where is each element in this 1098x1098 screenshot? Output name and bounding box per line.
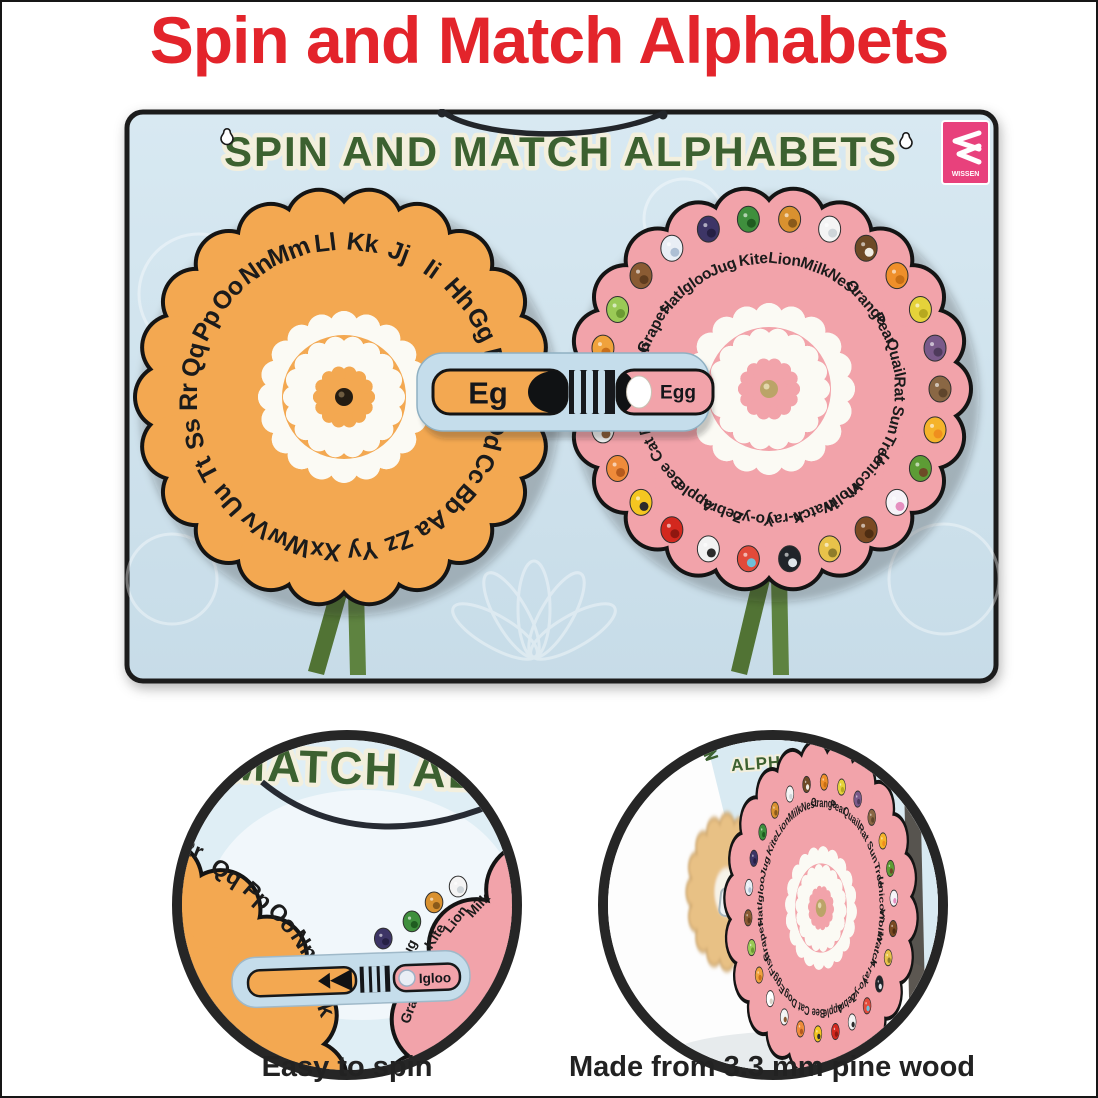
yo-yo-icon [862,997,872,1015]
word-label[interactable]: Sun [883,404,907,436]
logo-brand-text: WISSEN [952,171,980,178]
igloo-icon [744,878,754,897]
x-ray-icon [875,975,884,993]
apple-icon [831,1022,840,1041]
word-label[interactable]: Nest [801,797,818,816]
word-label[interactable]: Cat [797,998,811,1017]
orange-icon [819,773,829,791]
caption-easy-to-spin: Easy to spin [261,1051,433,1083]
word-label[interactable]: Kite [738,250,769,270]
word-label[interactable]: Yo-yo [732,507,776,529]
unicorn-icon [885,488,909,516]
letter-pair[interactable]: Xx [308,535,342,566]
nest-icon [854,234,878,262]
zebra-icon [847,1013,857,1031]
nest-icon [802,775,811,794]
watch-icon [883,949,893,967]
word-label[interactable]: Unicorn [876,876,886,924]
cat-icon [796,1020,805,1038]
violin-icon [888,919,898,938]
word-label[interactable]: Igloo [756,875,767,907]
egg-icon [626,375,652,409]
apple-icon [660,516,684,544]
fish-icon [754,966,764,984]
letter-pair[interactable]: Ll [313,228,338,258]
inset1-cord [260,779,512,830]
alphabet-board: AaBbCcDdEeFfGgHhIiJjKkLlMmNnOoPpQqRrSsTt… [124,108,1001,684]
grapes-icon [606,296,630,324]
dog-icon [780,1008,789,1026]
keyhole-right-icon [899,132,913,150]
word-label[interactable]: Bee [811,1005,825,1019]
inset1-slider-word: Igloo [419,970,452,986]
violin-icon [854,516,878,544]
sun-icon [923,416,947,444]
tree-icon [886,859,895,877]
watch-icon [818,535,842,563]
milk-icon [448,875,468,898]
pear-icon [908,296,932,324]
inset2-logo-mark [703,748,719,762]
pear-icon [837,778,846,796]
lion-icon [424,891,444,914]
cat-icon [606,454,630,482]
igloo-icon [660,234,684,262]
jug-icon [749,849,759,867]
brand-logo: WISSEN [941,120,990,185]
word-label[interactable]: Rat [891,377,908,402]
word-label[interactable]: Orange [811,796,837,811]
tree-icon [908,454,932,482]
word-wheel[interactable]: AppleBeeCatDogEggFishGrapesHatIglooJugKi… [565,186,973,592]
quail-icon [923,334,947,362]
egg-icon [765,990,775,1008]
hang-cord [437,108,668,137]
yo-yo-icon [736,545,760,573]
bee-icon [629,488,653,516]
unicorn-icon [889,889,899,907]
slider-word-text: Egg [660,383,696,404]
inset1-header-fragment: MATCH AL [226,740,479,798]
inset2-word-wheel: AppleBeeCatDogEggFishGrapesHatIglooJugKi… [723,740,919,1070]
logo-zigzag-icon [952,130,982,152]
rat-icon [928,375,952,403]
word-label[interactable]: Lion [767,250,802,271]
slider[interactable]: Eg Egg [416,352,715,439]
letter-wheel[interactable]: AaBbCcDdEeFfGgHhIiJjKkLlMmNnOoPpQqRrSsTt… [133,187,555,607]
word-label[interactable]: X-ray [764,507,805,529]
kite-icon [736,205,760,233]
word-label[interactable]: Hat [756,905,765,927]
x-ray-icon [778,545,802,573]
rat-icon [867,808,877,826]
bee-icon [813,1025,823,1043]
hat-icon [743,909,753,927]
hat-icon [629,262,653,290]
orange-icon [885,262,909,290]
letter-pair[interactable]: Rr [175,383,203,411]
sun-icon [878,832,888,850]
slider-letter-text: Eg [468,376,508,411]
igloo-icon [398,969,416,987]
jug-icon [373,927,393,950]
kite-icon [758,823,767,841]
milk-icon [818,215,842,243]
inset-easy-to-spin: MATCH AL RrQqPpOoNnKk MilkLionKiteJugGra… [172,730,522,1080]
milk-icon [785,785,795,803]
page-title: Spin and Match Alphabets [149,3,950,77]
letter-pair[interactable]: Kk [345,227,380,259]
lion-icon [778,205,802,233]
quail-icon [853,790,862,808]
kite-icon [402,910,422,933]
grapes-icon [747,939,756,957]
caption-pine-wood: Made from 3.3 mm pine wood [568,1051,976,1083]
jug-icon [696,215,720,243]
keyhole-left-icon [220,128,234,146]
lion-icon [770,801,780,819]
word-label[interactable]: Violin [875,907,886,942]
inset1-slider: Igloo [231,949,471,1009]
letter-pair[interactable]: Yy [346,535,380,566]
zebra-icon [696,535,720,563]
